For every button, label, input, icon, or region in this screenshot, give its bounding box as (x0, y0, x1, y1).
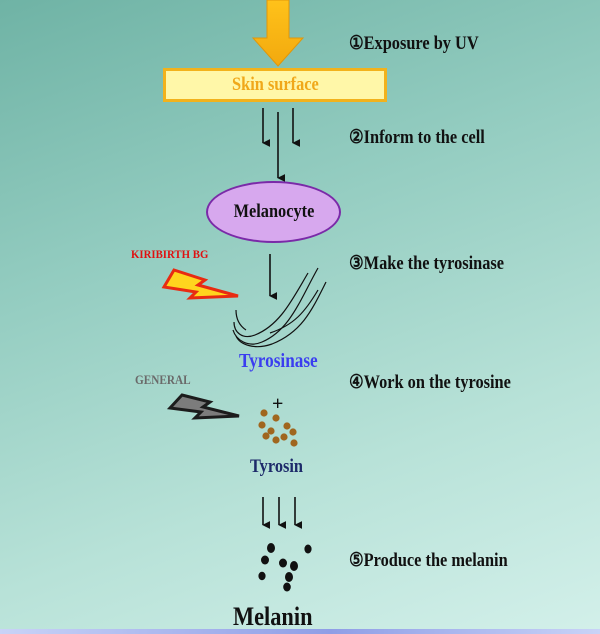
melanin-dots (258, 543, 312, 592)
skin-surface-label: Skin surface (231, 74, 319, 95)
melanin-label: Melanin (233, 602, 313, 631)
plus-sign: + (272, 393, 284, 415)
melanocyte-cell: Melanocyte (206, 181, 341, 243)
kiribirth-lightning-bolt-icon (161, 268, 239, 300)
skin-surface-box: Skin surface (163, 68, 387, 102)
tyrosine-dots (258, 409, 298, 447)
step-5-label: ⑤Produce the melanin (349, 550, 508, 571)
bottom-accent-bar (0, 629, 600, 634)
signal-arrows (262, 108, 301, 182)
general-label: GENERAL (135, 373, 191, 387)
step-4-label: ④Work on the tyrosine (349, 372, 511, 393)
step-2-label: ②Inform to the cell (349, 127, 485, 148)
melanocyte-label: Melanocyte (233, 201, 314, 222)
general-lightning-bolt-icon (166, 393, 240, 420)
kiribirth-bg-label: KIRIBIRTH BG (131, 247, 209, 261)
step-1-label: ①Exposure by UV (349, 33, 479, 54)
uv-arrow (251, 0, 305, 67)
tyrosin-label: Tyrosin (250, 456, 303, 477)
production-arrows (262, 497, 303, 529)
step-3-label: ③Make the tyrosinase (349, 253, 505, 274)
tyrosinase-strands (232, 267, 327, 348)
tyrosinase-label: Tyrosinase (239, 350, 318, 372)
